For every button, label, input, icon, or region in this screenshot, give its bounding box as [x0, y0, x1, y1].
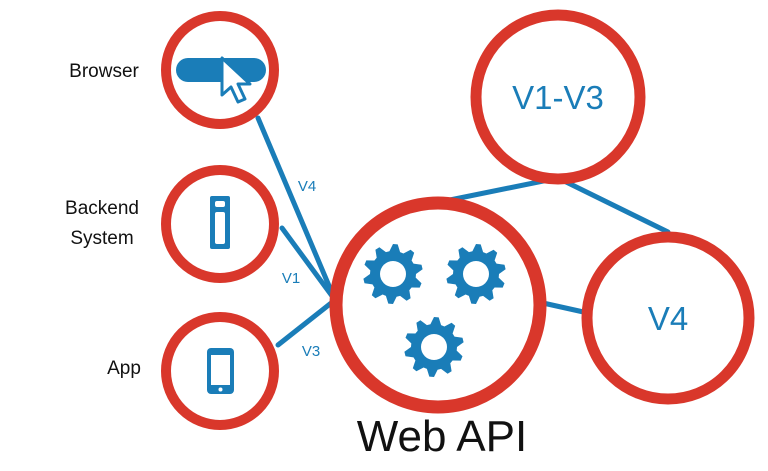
server-icon [210, 196, 230, 249]
client-label-backend-line1: Backend [65, 198, 139, 219]
gear-hole-2 [463, 261, 489, 287]
client-app [161, 312, 279, 430]
web-api-title: Web API [357, 412, 527, 461]
browser-to-webapi-line [255, 115, 338, 303]
gears-icon [363, 244, 506, 377]
version-label-v1-v3: V1-V3 [512, 79, 604, 116]
connection-label-app: V3 [302, 343, 320, 360]
version-circle-v4 [581, 231, 755, 405]
gear-hole-1 [380, 261, 406, 287]
backend-to-webapi-line [279, 225, 338, 303]
web-api-circle [329, 196, 547, 414]
gear-hole-3 [421, 334, 447, 360]
webapi-to-v4-line [540, 300, 591, 316]
connection-label-browser: V4 [298, 178, 316, 195]
client-label-browser: Browser [69, 61, 139, 82]
client-label-app: App [107, 358, 141, 379]
connection-label-backend: V1 [282, 270, 300, 287]
version-label-v4: V4 [648, 300, 688, 337]
version-circle-v1-v3 [470, 9, 646, 185]
client-backend-system [161, 165, 279, 283]
client-label-backend-line2: System [70, 228, 133, 249]
browser-cursor-icon [176, 56, 266, 104]
smartphone-icon [207, 348, 234, 394]
client-browser [161, 11, 279, 129]
app-to-webapi-line [275, 297, 338, 348]
